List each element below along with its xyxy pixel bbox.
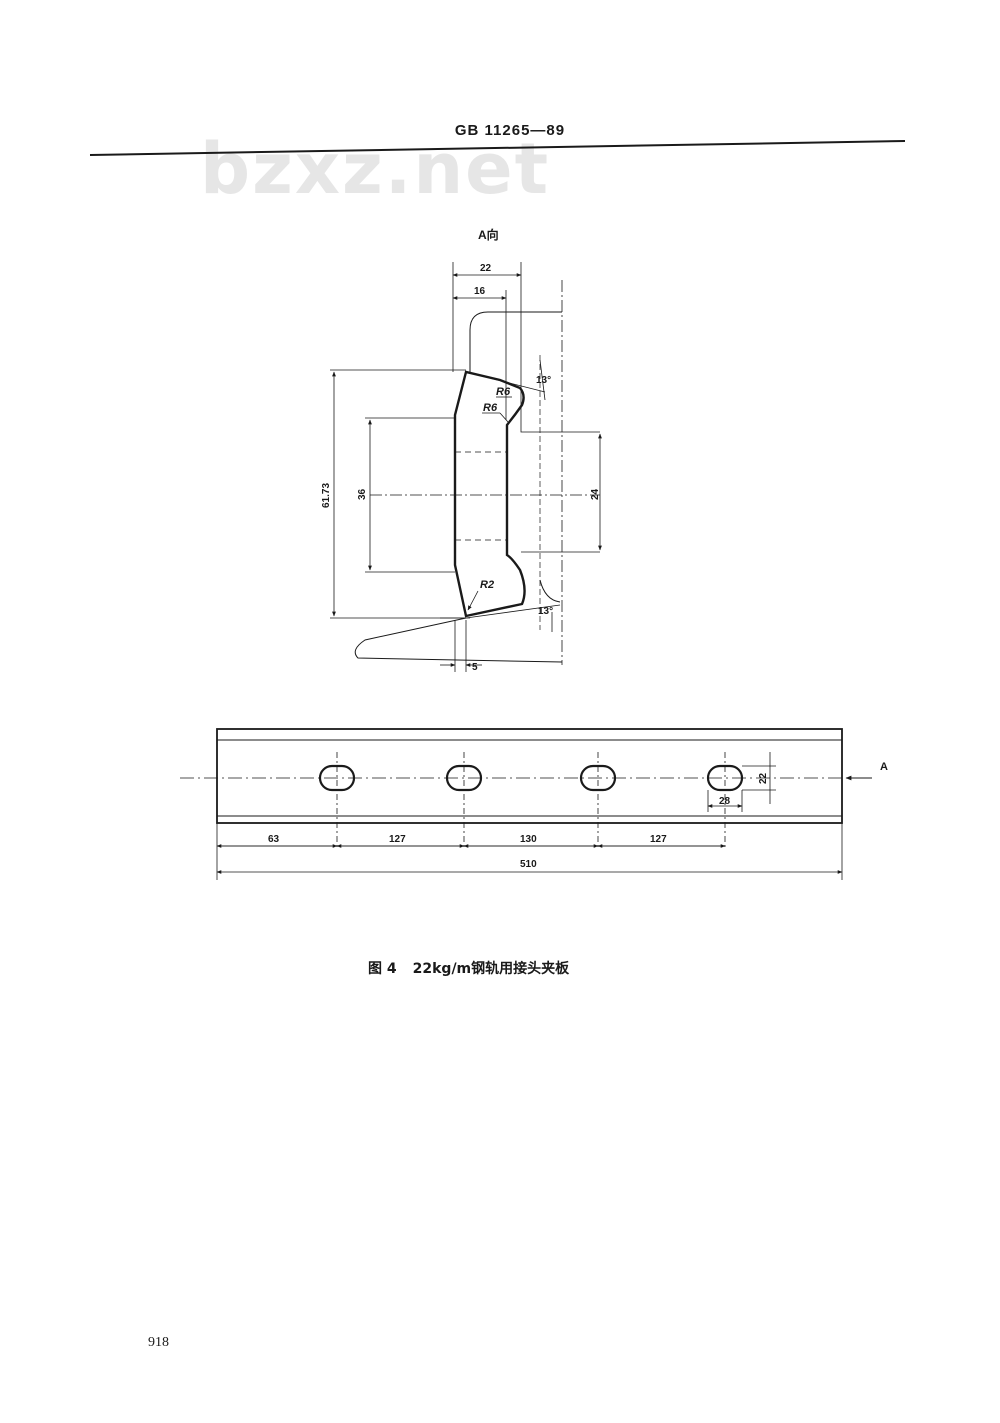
header-rule [89, 140, 906, 156]
dim-5: 5 [472, 662, 478, 673]
angle-13-bottom: 13° [538, 606, 553, 617]
dim-24: 24 [590, 488, 601, 500]
dim-16: 16 [474, 286, 486, 297]
plate-outline [216, 728, 843, 824]
dim-hole-height: 22 [758, 772, 769, 784]
dim-hole-length: 28 [719, 796, 731, 807]
plan-view: 22 28 A 63 127 130 127 510 [180, 728, 888, 880]
radius-r2: R2 [480, 579, 494, 591]
standard-code: GB 11265—89 [454, 122, 566, 139]
section-view: A向 22 16 61.73 36 24 [321, 227, 602, 673]
figure-number: 图 4 [368, 961, 397, 977]
dim-22: 22 [480, 263, 492, 274]
view-arrow-label: A [880, 761, 888, 773]
figure-caption: 图 4 22kg/m钢轨用接头夹板 [368, 958, 569, 978]
spacing-label: 63 [268, 834, 280, 845]
spacing-label: 130 [520, 834, 537, 845]
figure-title: 22kg/m钢轨用接头夹板 [412, 961, 570, 977]
section-view-title: A向 [478, 227, 499, 242]
section-outline [453, 370, 526, 618]
spacing-label: 127 [650, 834, 667, 845]
dim-total-length: 510 [520, 859, 537, 870]
spacing-label: 127 [389, 834, 406, 845]
dim-36: 36 [357, 488, 368, 500]
page-number: 918 [148, 1335, 169, 1350]
radius-r6-mid: R6 [483, 402, 498, 414]
dim-61-73: 61.73 [321, 483, 332, 508]
watermark: bzxz.net [200, 128, 551, 210]
angle-13-top: 13° [536, 375, 551, 386]
radius-r6-top: R6 [496, 386, 511, 398]
